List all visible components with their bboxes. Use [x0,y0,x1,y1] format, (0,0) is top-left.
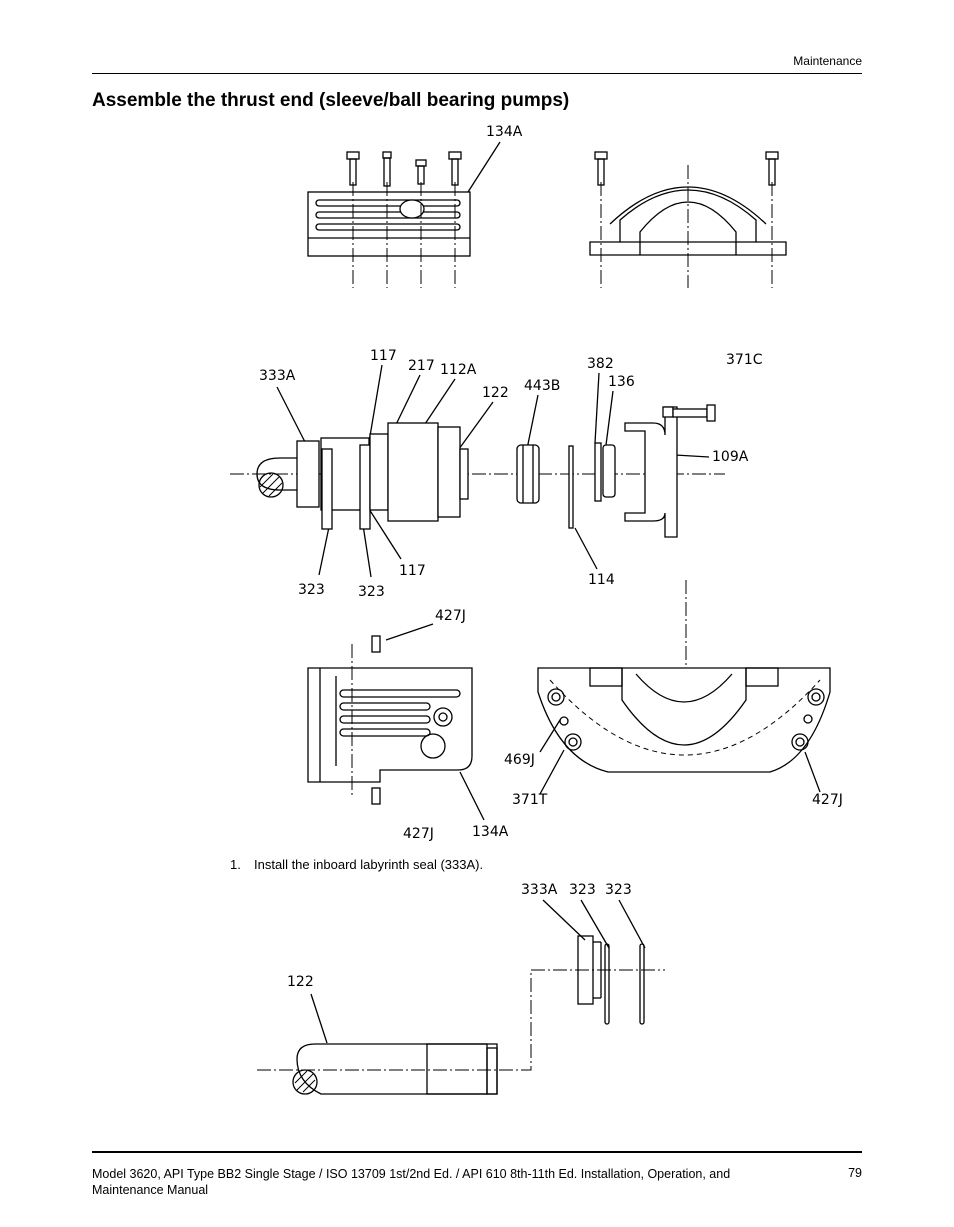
callout-114: 114 [588,572,615,588]
callout-323-right: 323 [358,584,385,600]
callout-134a-top: 134A [486,124,523,140]
step-text: Install the inboard labyrinth seal (333A… [254,857,484,872]
step-number: 1. [230,857,241,872]
callout-443b: 443B [524,378,560,394]
callout-333a: 333A [259,368,296,384]
callout-112a: 112A [440,362,477,378]
header-rule [92,73,862,74]
figure-exploded-assembly: 333A 117 217 112A 122 443B 382 136 371C … [230,348,763,600]
callout-323-step1-right: 323 [605,882,632,898]
callout-217: 217 [408,358,435,374]
callout-427j-top: 427J [435,608,466,624]
bolt-group-left [346,151,462,187]
footer-rule [92,1151,862,1153]
callout-427j-right: 427J [812,792,843,808]
callout-427j-bottom: 427J [403,826,434,842]
step-1: 1. Install the inboard labyrinth seal (33… [230,857,483,872]
callout-109a: 109A [712,449,749,465]
footer-doc-title: Model 3620, API Type BB2 Single Stage / … [92,1167,731,1197]
callout-134a-bottom: 134A [472,824,509,840]
callout-382: 382 [587,356,614,372]
callout-469j: 469J [504,752,535,768]
running-header: Maintenance [793,54,862,68]
figure-step1-detail: 333A 323 323 122 [257,882,665,1095]
callout-323-left: 323 [298,582,325,598]
callout-117-top: 117 [370,348,397,364]
callout-323-step1-left: 323 [569,882,596,898]
callout-333a-step1: 333A [521,882,558,898]
footer-page-number: 79 [848,1166,862,1180]
callout-136: 136 [608,374,635,390]
figure-bottom-housing: 427J 469J 371T 427J 427J 134A [307,580,843,842]
callout-371t: 371T [512,792,548,808]
callout-122: 122 [482,385,509,401]
section-title: Assemble the thrust end (sleeve/ball bea… [92,90,570,111]
callout-117-bottom: 117 [399,563,426,579]
callout-122-step1: 122 [287,974,314,990]
figure-top-housing: 134A [307,124,787,288]
callout-371c: 371C [726,352,763,368]
